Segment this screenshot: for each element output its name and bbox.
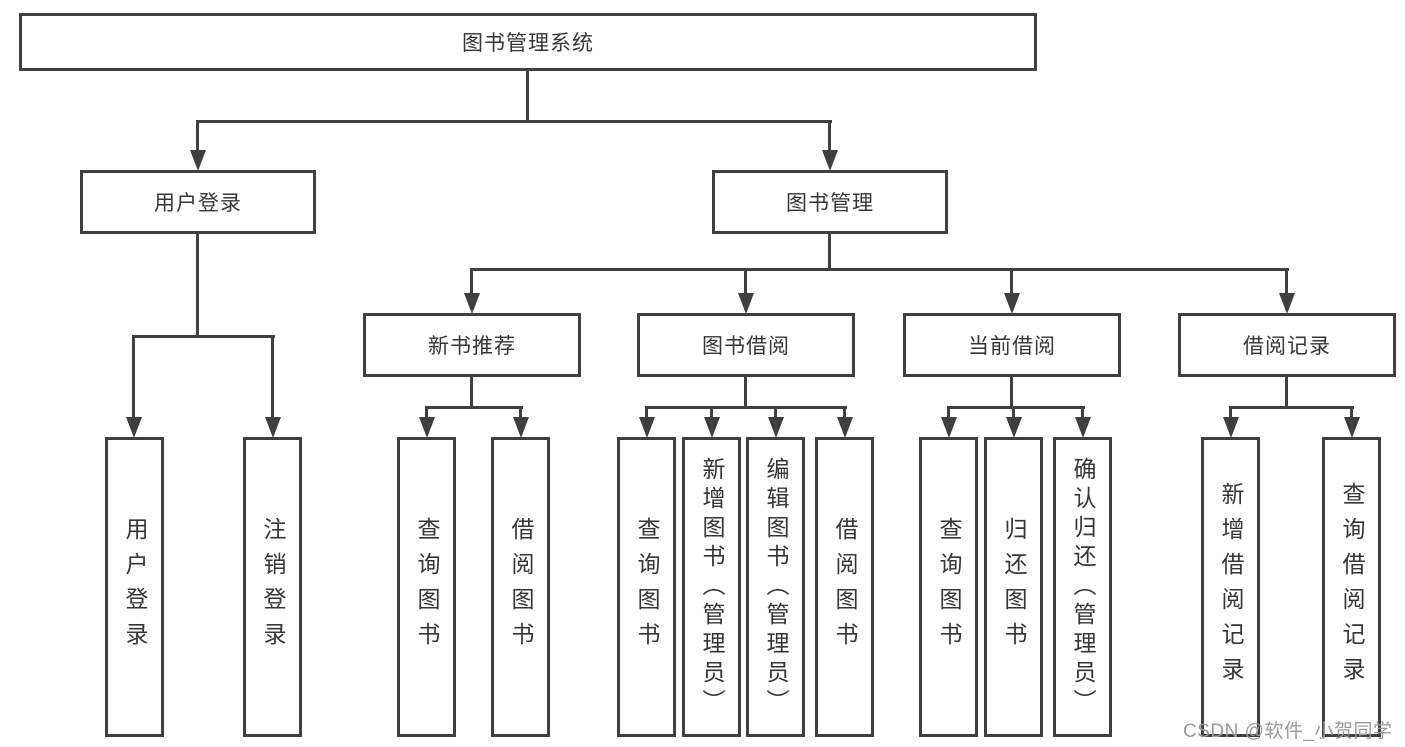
leaf-borrow-book: 借阅图书	[491, 437, 550, 737]
connector-to-leaf	[1229, 406, 1232, 420]
arrowhead	[941, 417, 957, 438]
connector-to-leaf	[710, 406, 713, 420]
node-current-borrow: 当前借阅	[903, 313, 1121, 377]
leaf-label: 确认归还（管理员）	[1070, 456, 1096, 718]
connector-to-leaf	[843, 406, 846, 420]
connector-root-trunk	[526, 71, 529, 122]
connector-borrow-record-trunk	[1285, 377, 1288, 409]
leaf-return-book: 归还图书	[984, 437, 1043, 737]
leaf-label: 编辑图书（管理员）	[763, 456, 789, 718]
arrowhead	[1075, 417, 1091, 438]
arrowhead	[464, 293, 480, 314]
leaf-label: 查询图书	[414, 517, 440, 657]
connector-to-user-login	[196, 120, 199, 153]
arrowhead	[704, 417, 720, 438]
leaf-user-login: 用户登录	[105, 437, 164, 737]
connector-to-book-borrow	[744, 268, 747, 296]
node-label: 新书推荐	[428, 335, 516, 358]
connector-to-leaf	[519, 406, 522, 420]
watermark: CSDN @软件_小贺同学	[1183, 721, 1393, 742]
arrowhead	[639, 417, 655, 438]
arrowhead	[419, 417, 435, 438]
connector-book-management-trunk	[828, 234, 831, 271]
connector-level1-bar	[196, 120, 832, 123]
connector-to-leaf	[774, 406, 777, 420]
leaf-label: 用户登录	[122, 517, 148, 657]
connector-book-borrow-bar	[645, 406, 847, 409]
arrowhead	[1279, 293, 1295, 314]
leaf-label: 查询借阅记录	[1339, 482, 1365, 692]
connector-to-leaf	[425, 406, 428, 420]
node-label: 图书借阅	[702, 335, 790, 358]
connector-borrow-record-bar	[1229, 406, 1354, 409]
connector-current-borrow-bar	[947, 406, 1085, 409]
connector-current-borrow-trunk	[1010, 377, 1013, 409]
leaf-add-book-admin: 新增图书（管理员）	[682, 437, 741, 737]
leaf-add-borrow-record: 新增借阅记录	[1201, 437, 1260, 737]
arrowhead	[768, 417, 784, 438]
leaf-query-borrow-record: 查询借阅记录	[1322, 437, 1381, 737]
leaf-label: 新增图书（管理员）	[699, 456, 725, 718]
node-label: 图书管理	[786, 192, 874, 215]
leaf-query-book: 查询图书	[919, 437, 978, 737]
leaf-borrow-book: 借阅图书	[815, 437, 874, 737]
node-new-book-recommend: 新书推荐	[363, 313, 581, 377]
connector-to-leaf	[132, 335, 135, 420]
connector-to-current-borrow	[1010, 268, 1013, 296]
node-label: 借阅记录	[1243, 335, 1331, 358]
leaf-query-book: 查询图书	[617, 437, 676, 737]
connector-user-login-bar	[132, 335, 275, 338]
connector-to-leaf	[1012, 406, 1015, 420]
node-label: 当前借阅	[968, 335, 1056, 358]
arrowhead	[1006, 417, 1022, 438]
node-borrow-record: 借阅记录	[1178, 313, 1396, 377]
arrowhead	[126, 417, 142, 438]
leaf-query-book: 查询图书	[397, 437, 456, 737]
connector-to-book-management	[828, 120, 831, 153]
connector-to-leaf	[645, 406, 648, 420]
node-label: 用户登录	[154, 192, 242, 215]
arrowhead	[265, 417, 281, 438]
connector-book-borrow-trunk	[744, 377, 747, 409]
node-user-login: 用户登录	[80, 170, 316, 234]
arrowhead	[513, 417, 529, 438]
leaf-label: 新增借阅记录	[1218, 482, 1244, 692]
arrowhead	[190, 150, 206, 171]
connector-to-leaf	[1081, 406, 1084, 420]
connector-to-leaf	[947, 406, 950, 420]
node-label: 图书管理系统	[462, 32, 594, 55]
arrowhead	[822, 150, 838, 171]
connector-to-leaf	[271, 335, 274, 420]
leaf-label: 查询图书	[634, 517, 660, 657]
connector-to-leaf	[1350, 406, 1353, 420]
arrowhead	[1004, 293, 1020, 314]
arrowhead	[738, 293, 754, 314]
leaf-logout: 注销登录	[243, 437, 302, 737]
node-book-borrow: 图书借阅	[637, 313, 855, 377]
node-book-management: 图书管理	[712, 170, 948, 234]
connector-to-borrow-record	[1285, 268, 1288, 296]
leaf-label: 借阅图书	[832, 517, 858, 657]
connector-to-new-book	[470, 268, 473, 296]
leaf-confirm-return-admin: 确认归还（管理员）	[1053, 437, 1112, 737]
leaf-label: 借阅图书	[508, 517, 534, 657]
connector-user-login-trunk	[196, 234, 199, 338]
connector-new-book-trunk	[470, 377, 473, 409]
node-root-library-management-system: 图书管理系统	[19, 13, 1037, 71]
leaf-label: 归还图书	[1001, 517, 1027, 657]
leaf-edit-book-admin: 编辑图书（管理员）	[746, 437, 805, 737]
arrowhead	[837, 417, 853, 438]
connector-new-book-bar	[425, 406, 523, 409]
arrowhead	[1223, 417, 1239, 438]
arrowhead	[1344, 417, 1360, 438]
leaf-label: 查询图书	[936, 517, 962, 657]
leaf-label: 注销登录	[260, 517, 286, 657]
connector-level3-bar	[470, 268, 1289, 271]
